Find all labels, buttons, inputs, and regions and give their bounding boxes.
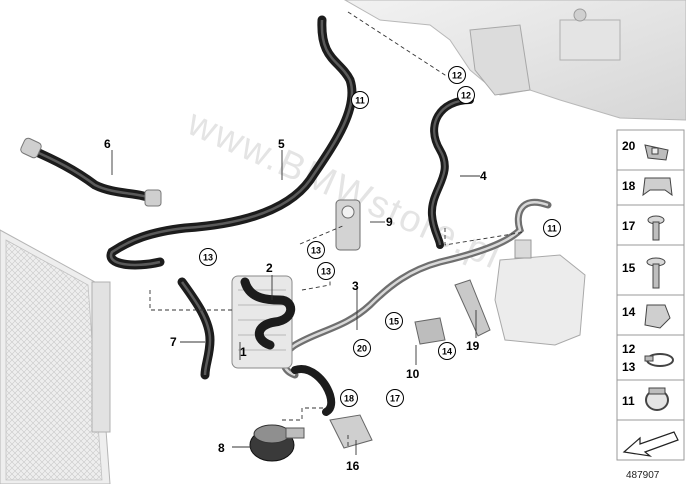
legend-item-12-13: 12 13: [622, 342, 674, 374]
svg-text:14: 14: [442, 347, 452, 357]
svg-text:11: 11: [547, 224, 557, 234]
hose-7: [177, 277, 215, 380]
legend-item-17: 17: [622, 215, 665, 241]
legend-item-arrow: [622, 431, 679, 457]
reference-number: 487907: [626, 470, 660, 481]
bracket-16: [329, 414, 373, 449]
circle-callout-12b: 12: [457, 86, 475, 104]
circle-callout-13b: 13: [307, 241, 325, 259]
legend-item-20: 20: [622, 139, 669, 161]
callout-4: 4: [480, 169, 487, 183]
callout-16: 16: [346, 459, 360, 473]
svg-text:13: 13: [622, 360, 636, 374]
circle-callout-13c: 13: [317, 262, 335, 280]
pipe-3: [280, 198, 552, 379]
engine-block: [343, 0, 686, 121]
hose-4: [427, 96, 474, 249]
circle-callout-13a: 13: [199, 248, 217, 266]
svg-text:17: 17: [622, 219, 636, 233]
callout-3: 3: [352, 279, 359, 293]
bracket-clip-icon: [642, 177, 673, 197]
callout-9: 9: [386, 215, 393, 229]
callouts: 1 2 3 4 5 6 7 8 9 10 16 19: [104, 137, 487, 473]
callout-8: 8: [218, 441, 225, 455]
callout-6: 6: [104, 137, 111, 151]
radiator: [0, 229, 111, 484]
hose-6: [20, 137, 162, 207]
callout-1: 1: [240, 345, 247, 359]
bracket-19: [414, 279, 491, 345]
svg-text:20: 20: [622, 139, 636, 153]
circle-callouts: 12 12 11 11 13 13 13 14 15 17 18 20: [199, 66, 561, 407]
svg-text:13: 13: [321, 267, 331, 277]
valve-9: [335, 199, 361, 251]
callout-19: 19: [466, 339, 480, 353]
hose-5: [106, 15, 357, 270]
svg-text:15: 15: [389, 317, 399, 327]
callout-10: 10: [406, 367, 420, 381]
pump-8: [249, 424, 305, 462]
legend-panel: 20 18 17 15 14 12 13 11: [616, 129, 685, 461]
svg-text:12: 12: [622, 342, 636, 356]
circle-callout-20: 20: [353, 339, 371, 357]
svg-text:15: 15: [622, 261, 636, 275]
svg-text:18: 18: [344, 394, 354, 404]
svg-text:18: 18: [622, 179, 636, 193]
svg-text:20: 20: [357, 344, 367, 354]
circle-callout-12a: 12: [448, 66, 466, 84]
circle-callout-15: 15: [385, 312, 403, 330]
arrow-icon: [622, 431, 679, 457]
circle-callout-18: 18: [340, 389, 358, 407]
svg-text:12: 12: [461, 91, 471, 101]
expansion-tank: [494, 239, 586, 346]
callout-5: 5: [278, 137, 285, 151]
heat-exchanger-2: [231, 275, 296, 369]
clamp-icon: [645, 387, 669, 411]
circle-callout-11a: 11: [351, 91, 369, 109]
hose-lower: [291, 365, 336, 416]
svg-text:13: 13: [311, 246, 321, 256]
svg-text:13: 13: [203, 253, 213, 263]
circle-callout-11b: 11: [543, 219, 561, 237]
bolt-icon: [646, 257, 666, 289]
nut-icon: [644, 304, 671, 329]
legend-item-15: 15: [622, 257, 666, 289]
callout-2: 2: [266, 261, 273, 275]
screw-icon: [647, 215, 665, 241]
callout-7: 7: [170, 335, 177, 349]
legend-item-11: 11: [622, 387, 669, 411]
svg-text:11: 11: [355, 96, 365, 106]
legend-item-14: 14: [622, 304, 671, 329]
svg-text:11: 11: [622, 394, 635, 408]
svg-text:12: 12: [452, 71, 462, 81]
svg-text:14: 14: [622, 305, 636, 319]
circle-callout-17: 17: [386, 389, 404, 407]
svg-text:17: 17: [390, 394, 400, 404]
solid-leaders: [111, 150, 480, 455]
circle-callout-14: 14: [438, 342, 456, 360]
clip-icon: [644, 144, 669, 161]
hose-clamp-icon: [644, 353, 674, 367]
legend-item-18: 18: [622, 177, 673, 197]
